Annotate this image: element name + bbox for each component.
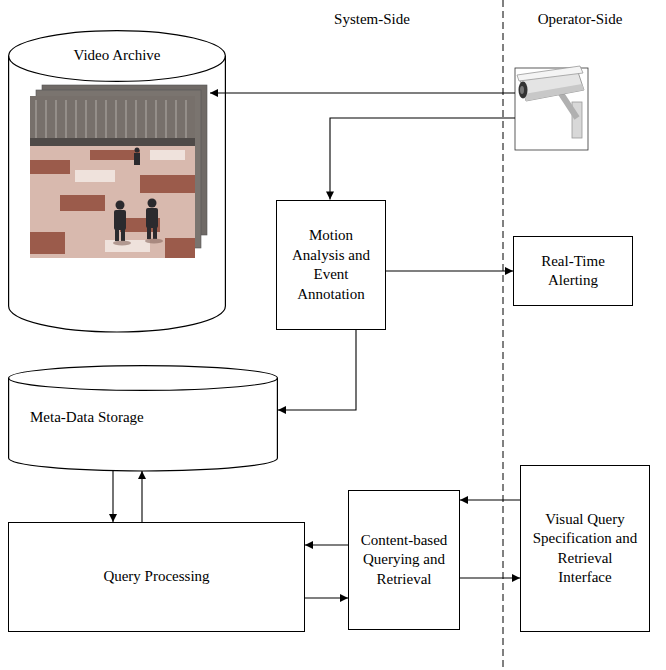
storage-cylinder: Video Archive [8,30,226,332]
flow-arrow [305,597,348,598]
cylinder-outline [8,30,226,332]
cylinder-top [9,366,278,391]
process-box: Motion Analysis and Event Annotation [276,200,386,330]
flow-arrow [305,544,348,545]
side-divider [503,0,504,670]
side-label: Operator-Side [538,10,623,30]
node-text: Query Processing [103,567,209,587]
flow-arrow [386,270,513,271]
archive-photo [30,85,207,258]
process-box: Real-Time Alerting [513,236,633,306]
node-text: Motion Analysis and Event Annotation [287,226,375,304]
camera-wire [210,93,515,200]
cylinder-body [9,378,278,471]
flow-arrow [141,471,142,522]
node-text: Meta-Data Storage [8,408,278,428]
node-text: Video Archive [8,46,226,66]
camera-icon [515,66,588,150]
side-label: System-Side [334,10,410,30]
flow-arrow [460,499,520,500]
cylinder-top [9,31,226,82]
cylinder-body [9,56,226,332]
flow-arrow [112,471,113,522]
node-text: Visual Query Specification and Retrieval… [531,510,639,588]
process-box: Visual Query Specification and Retrieval… [520,465,650,632]
flow-arrow [460,577,520,578]
node-text: Real-Time Alerting [524,252,622,291]
node-text: Content-based Querying and Retrieval [359,531,449,590]
storage-cylinder: Meta-Data Storage [8,365,278,471]
process-box: Query Processing [8,522,305,632]
flow-arrow [278,330,356,410]
process-box: Content-based Querying and Retrieval [348,490,460,630]
